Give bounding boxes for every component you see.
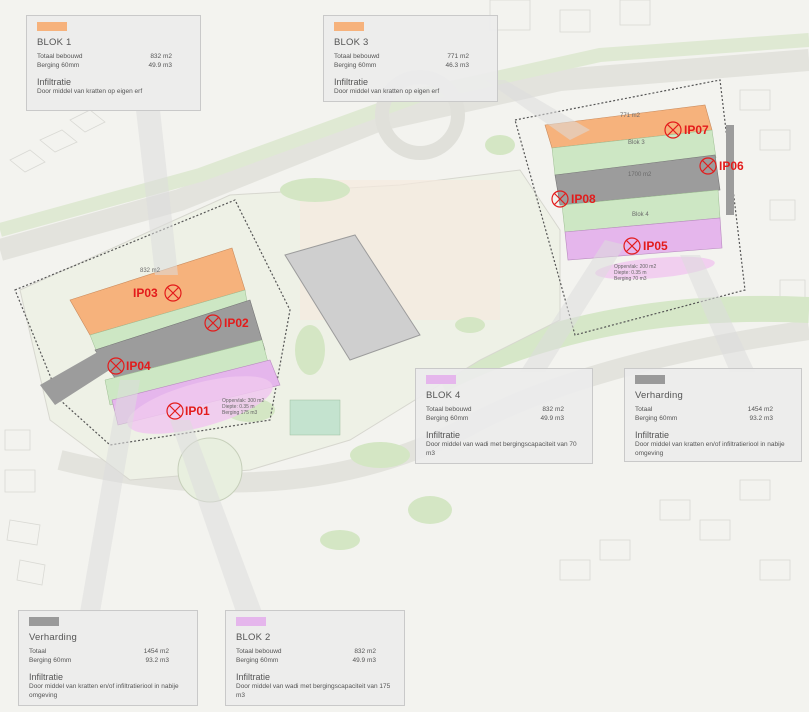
blok3-name-label: Blok 3: [628, 140, 645, 146]
wadi-right-label: Oppervlak: 200 m2 Diepte: 0.35 m Berging…: [614, 264, 657, 282]
east-paving: [554, 154, 721, 206]
west-cluster: [14, 199, 291, 446]
ip03-marker: [164, 284, 182, 302]
ip01-marker: [166, 402, 184, 420]
wadi-left-label: Oppervlak: 300 m2 Diepte: 0.35 m Berging…: [222, 398, 265, 416]
green-ovals: [225, 135, 515, 550]
verharding-right-title: Verharding: [635, 390, 683, 401]
ip03-label: IP03: [133, 286, 158, 300]
ip05-label: IP05: [643, 239, 668, 253]
ip01-label: IP01: [185, 404, 210, 418]
ip02-label: IP02: [224, 316, 249, 330]
callout-lines: [80, 80, 755, 612]
ip06-label: IP06: [719, 159, 744, 173]
blok4-title: BLOK 4: [426, 390, 461, 401]
central-building: [284, 234, 421, 361]
green-strip-south: [434, 295, 809, 392]
blok2-title: BLOK 2: [236, 632, 271, 643]
ip02-marker: [204, 314, 222, 332]
ip04-label: IP04: [126, 359, 151, 373]
blok3-area-label: 771 m2: [620, 113, 641, 119]
ip05-marker: [623, 237, 641, 255]
paving-area-label: 1700 m2: [628, 172, 652, 178]
ip04-marker: [107, 357, 125, 375]
sports-field: [289, 399, 341, 436]
verharding-right-swatch: [635, 375, 665, 384]
verharding-left-swatch: [29, 617, 59, 626]
ip06-marker: [699, 157, 717, 175]
blok1-area-label: 832 m2: [140, 268, 161, 274]
east-street-strip: [726, 125, 734, 215]
ip08-label: IP08: [571, 192, 596, 206]
blok4-name-label: Blok 4: [632, 212, 649, 218]
ip07-label: IP07: [684, 123, 709, 137]
wadi-left: [127, 376, 273, 434]
ip08-marker: [551, 190, 569, 208]
ip-markers: [107, 121, 717, 420]
blok2-swatch: [236, 617, 266, 626]
blok1-title: BLOK 1: [37, 37, 72, 48]
verharding-left-title: Verharding: [29, 632, 77, 643]
blok3-title: BLOK 3: [334, 37, 369, 48]
east-cluster: [514, 79, 746, 336]
west-road: [40, 345, 125, 405]
blok4-swatch: [426, 375, 456, 384]
ip07-marker: [664, 121, 682, 139]
blok1-swatch: [37, 22, 67, 31]
blok3-swatch: [334, 22, 364, 31]
blok3-gardens: [551, 129, 717, 176]
